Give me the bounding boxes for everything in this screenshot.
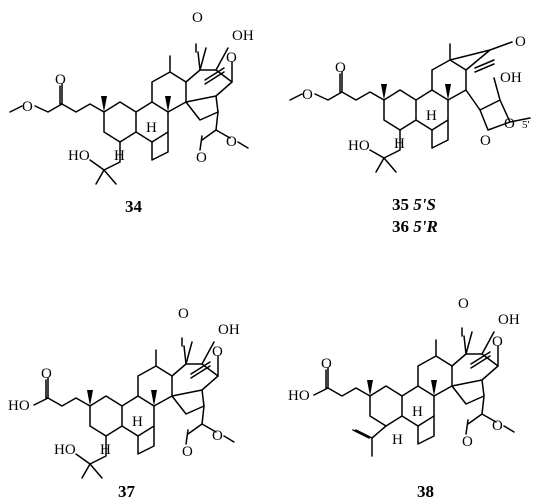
atom-h: H (392, 432, 403, 448)
atom-o: O (335, 60, 346, 76)
atom-oh: OH (498, 312, 520, 328)
atom-o: O (226, 50, 237, 66)
stereo-descriptor: 5'S (413, 195, 436, 214)
position-label-5prime: 5' (522, 119, 530, 131)
atom-h: H (394, 136, 405, 152)
atom-h: H (132, 414, 143, 430)
compound-35-36-structure: O OH O O 5' O O HO H H (289, 34, 531, 173)
atom-ho: HO (288, 388, 310, 404)
atom-o: O (492, 418, 503, 434)
compound-label-36: 36 5'R (392, 217, 438, 236)
atom-o: O (196, 150, 207, 166)
atom-o: O (192, 10, 203, 26)
compound-38-structure: O O OH HO O O O H H (288, 296, 520, 457)
compound-number: 35 (392, 195, 409, 214)
atom-h: H (426, 108, 437, 124)
compound-number: 36 (392, 217, 409, 236)
atom-o: O (212, 428, 223, 444)
atom-o: O (41, 366, 52, 382)
atom-o: O (504, 116, 515, 132)
compound-37-structure: O O OH HO O O O HO H H (8, 306, 240, 479)
atom-o: O (22, 99, 33, 115)
atom-ho: HO (68, 148, 90, 164)
stereo-descriptor: 5'R (413, 217, 438, 236)
atom-ho: HO (348, 138, 370, 154)
atom-o: O (212, 344, 223, 360)
atom-o: O (55, 72, 66, 88)
atom-o: O (480, 133, 491, 149)
atom-o: O (182, 444, 193, 460)
atom-oh: OH (500, 70, 522, 86)
compound-label-35: 35 5'S (392, 195, 436, 214)
atom-o: O (492, 334, 503, 350)
compound-label-38: 38 (417, 482, 434, 501)
atom-o: O (458, 296, 469, 312)
atom-o: O (462, 434, 473, 450)
atom-h: H (100, 442, 111, 458)
atom-ho: HO (8, 398, 30, 414)
compound-label-34: 34 (125, 197, 143, 216)
atom-h: H (412, 404, 423, 420)
compound-label-37: 37 (118, 482, 136, 501)
compound-34-structure: O O OH O O O O HO H H (9, 10, 254, 185)
atom-oh: OH (218, 322, 240, 338)
atom-o: O (515, 34, 526, 50)
atom-h: H (146, 120, 157, 136)
atom-o: O (321, 356, 332, 372)
atom-h: H (114, 148, 125, 164)
atom-o: O (302, 87, 313, 103)
svg-text:36 5'R: 36 5'R (392, 217, 438, 236)
atom-oh: OH (232, 28, 254, 44)
svg-text:35 5'S: 35 5'S (392, 195, 436, 214)
atom-o: O (226, 134, 237, 150)
atom-o: O (178, 306, 189, 322)
atom-ho: HO (54, 442, 76, 458)
